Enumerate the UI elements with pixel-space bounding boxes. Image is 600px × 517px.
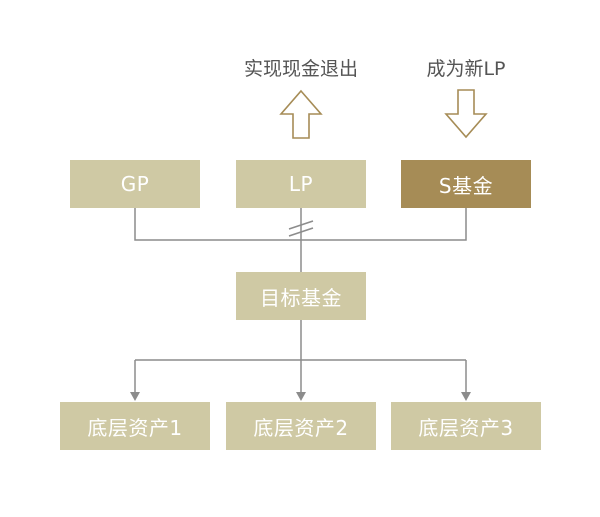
asset3-arrowhead	[461, 392, 471, 401]
double-slash-break-icon	[288, 220, 314, 237]
s-fund-new-lp-caption: 成为新LP	[426, 58, 506, 80]
asset-box-1: 底层资产1	[60, 402, 210, 450]
hollow-down-arrow-icon	[444, 89, 488, 139]
gp-connector	[134, 208, 301, 241]
target-fund-box: 目标基金	[236, 272, 366, 320]
lp-box: LP	[236, 160, 366, 208]
asset2-arrowhead	[296, 392, 306, 401]
s-fund-box: S基金	[401, 160, 531, 208]
lp-exit-caption: 实现现金退出	[243, 58, 358, 80]
s-fund-connector	[301, 208, 467, 241]
gp-box: GP	[70, 160, 200, 208]
asset-box-3: 底层资产3	[391, 402, 541, 450]
asset-box-2: 底层资产2	[226, 402, 376, 450]
asset1-arrowhead	[130, 392, 140, 401]
hollow-up-arrow-icon	[279, 89, 323, 139]
